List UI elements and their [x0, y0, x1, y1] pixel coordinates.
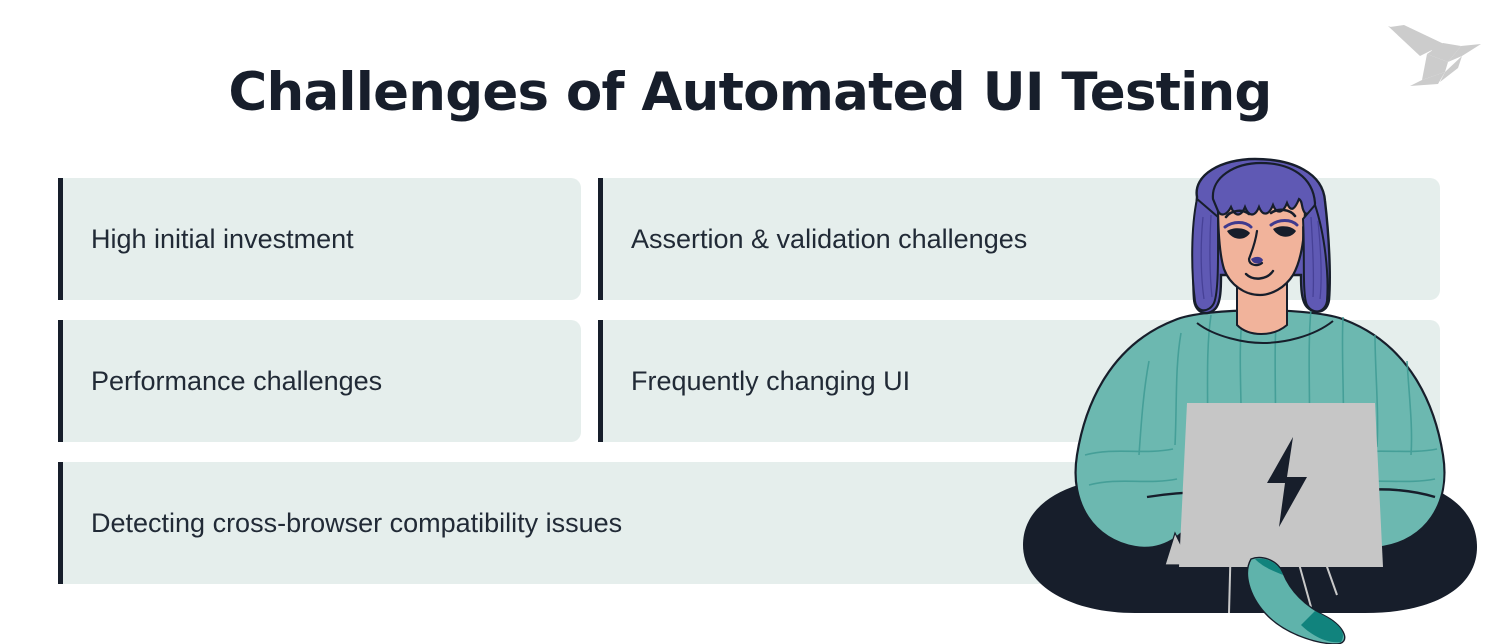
challenge-label: Detecting cross-browser compatibility is…	[91, 507, 623, 538]
challenge-card: Assertion & validation challenges	[598, 178, 1440, 300]
card-accent-bar	[58, 320, 63, 442]
card-accent-bar	[598, 320, 603, 442]
challenge-card: High initial investment	[58, 178, 581, 300]
card-accent-bar	[58, 462, 63, 584]
page-title: Challenges of Automated UI Testing	[228, 62, 1272, 123]
challenge-label: Performance challenges	[91, 365, 383, 396]
card-accent-bar	[58, 178, 63, 300]
challenge-card: Frequently changing UI	[598, 320, 1440, 442]
challenge-label: High initial investment	[91, 223, 354, 254]
challenge-card: Detecting cross-browser compatibility is…	[58, 462, 1440, 584]
origami-bird-logo	[1382, 16, 1488, 90]
challenge-label: Assertion & validation challenges	[631, 223, 1028, 254]
challenge-label: Frequently changing UI	[631, 365, 911, 396]
card-accent-bar	[598, 178, 603, 300]
challenge-card: Performance challenges	[58, 320, 581, 442]
